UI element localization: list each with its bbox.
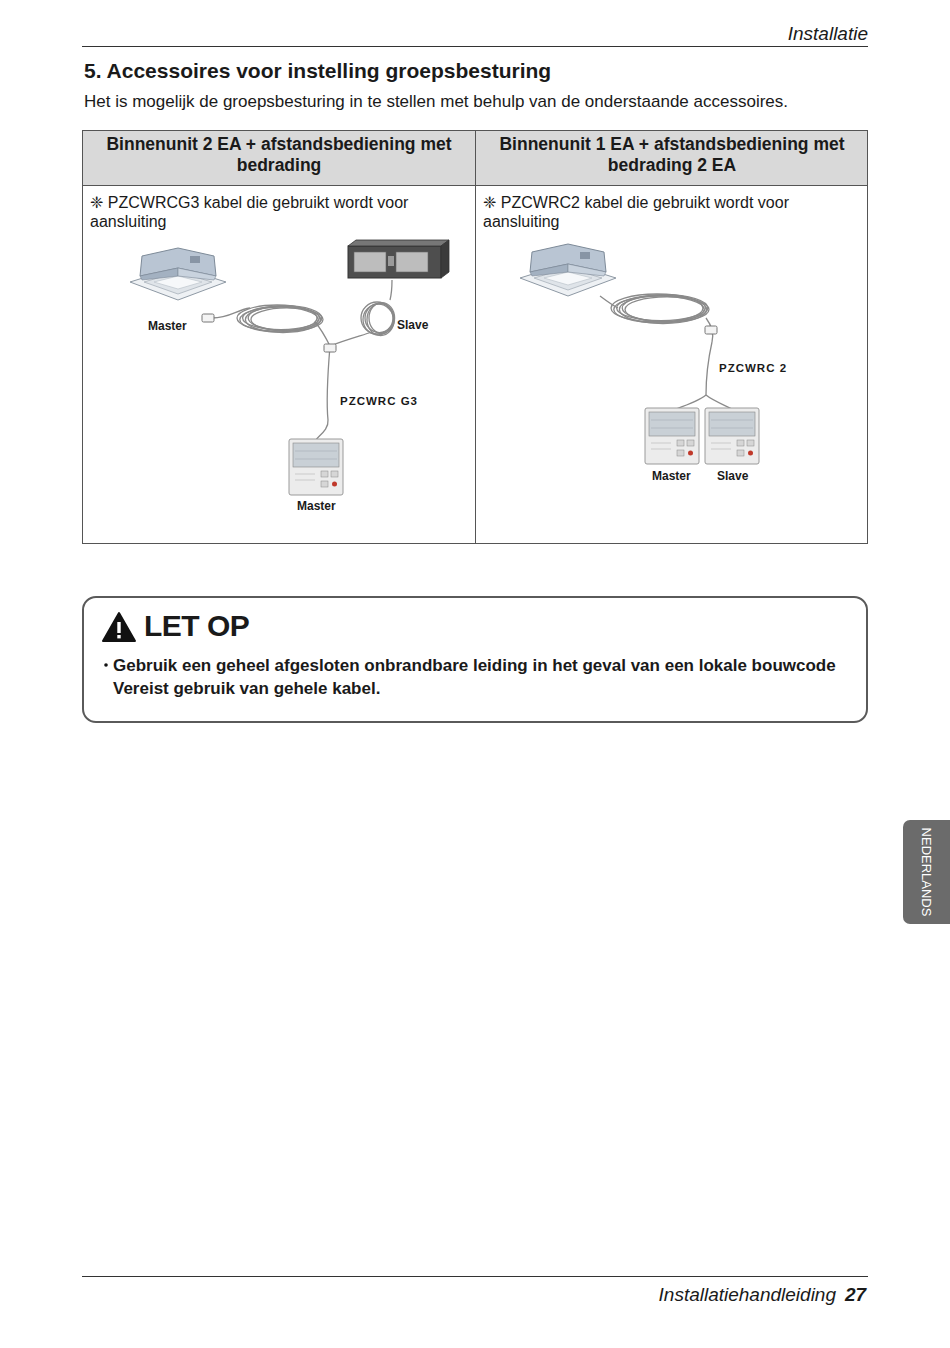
warning-triangle xyxy=(117,635,120,638)
accessory-table xyxy=(83,131,868,544)
cable xyxy=(315,322,330,346)
cable xyxy=(212,280,395,440)
footer-rule xyxy=(82,1276,868,1277)
wired-remote xyxy=(705,408,759,464)
unit-label: Slave xyxy=(397,318,428,332)
table-cell: ❈ PZCWRCG3 kabel die gebruikt wordt voor… xyxy=(90,193,472,231)
table-cell: ❈ PZCWRC2 kabel die gebruikt wordt voor … xyxy=(483,193,865,231)
right-illustration xyxy=(520,244,759,464)
cable xyxy=(330,332,372,346)
cable-coil xyxy=(611,294,709,324)
cable-plug xyxy=(324,344,336,352)
table-rule xyxy=(475,131,476,544)
cable-loop xyxy=(367,304,394,336)
ducted-unit xyxy=(396,252,428,272)
cable-plug xyxy=(202,314,214,322)
table-header: Binnenunit 2 EA + afstandsbediening met … xyxy=(86,134,472,176)
caution-box: LET OP Gebruik een geheel afgesloten onbr… xyxy=(82,596,868,723)
cassette-unit xyxy=(520,244,616,296)
cable-label: PZCWRC G3 xyxy=(340,395,418,409)
cable-loop xyxy=(625,297,709,322)
cable-loop xyxy=(251,308,323,331)
cable xyxy=(600,294,732,409)
cable xyxy=(316,346,330,440)
unit-label: Master xyxy=(652,469,691,483)
page-number: 27 xyxy=(845,1284,866,1307)
caution-text: Gebruik een geheel afgesloten onbrandbar… xyxy=(113,654,846,701)
cable xyxy=(676,395,706,409)
cable-coil xyxy=(361,302,395,336)
language-tab-label: NEDERLANDS xyxy=(918,828,934,917)
table-border xyxy=(83,131,868,544)
ducted-unit xyxy=(348,240,449,278)
section-title: 5. Accessoires voor instelling groepsbes… xyxy=(84,58,551,83)
ducted-unit xyxy=(441,240,449,278)
wired-remote xyxy=(645,408,699,464)
bullet-dot xyxy=(104,663,108,667)
unit-label: Master xyxy=(148,319,187,333)
header-rule xyxy=(82,46,868,47)
language-tab xyxy=(903,820,950,924)
cable-coil xyxy=(237,305,323,333)
table-header: Binnenunit 1 EA + afstandsbediening met … xyxy=(479,134,865,176)
cable xyxy=(706,342,712,395)
ducted-unit xyxy=(388,256,394,266)
intro-text: Het is mogelijk de groepsbesturing in te… xyxy=(84,92,884,112)
cable-label: PZCWRC 2 xyxy=(719,362,787,376)
warning-triangle xyxy=(103,613,135,641)
left-illustration xyxy=(130,240,449,495)
unit-label: Master xyxy=(297,499,336,513)
ducted-unit xyxy=(348,246,441,278)
cable xyxy=(706,395,732,409)
unit-label: Slave xyxy=(717,469,748,483)
ducted-unit xyxy=(354,252,386,272)
warning-triangle xyxy=(103,613,135,641)
footer-title: Installatiehandleiding xyxy=(500,1284,836,1307)
cable xyxy=(390,280,392,300)
wired-remote xyxy=(289,439,343,495)
running-header: Installatie xyxy=(560,23,868,46)
cable-loop xyxy=(369,303,395,334)
caution-heading: LET OP xyxy=(144,608,846,644)
cable-plug xyxy=(705,326,717,334)
cassette-unit xyxy=(130,248,226,300)
ducted-unit xyxy=(348,240,449,246)
warning-triangle xyxy=(117,622,120,633)
